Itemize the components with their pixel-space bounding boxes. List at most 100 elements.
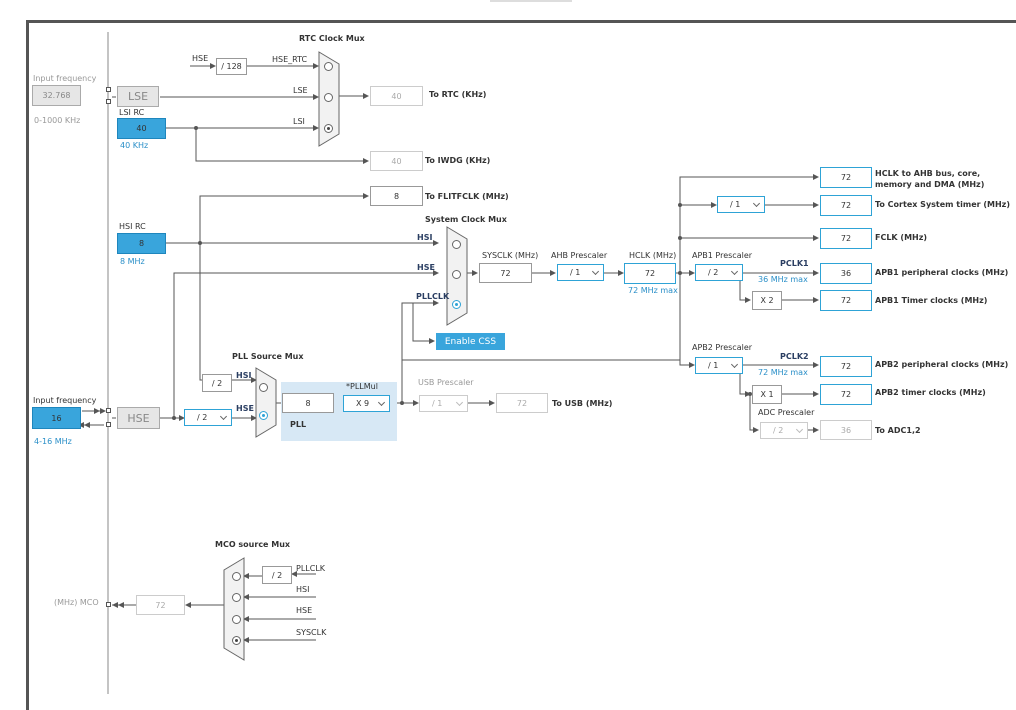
rtc-mux-lse-radio[interactable] [324, 93, 333, 102]
apb2-peripheral-value: 72 [820, 356, 872, 377]
pll-hsi-label: HSI [236, 371, 252, 380]
adc-prescaler-label: ADC Prescaler [758, 408, 815, 417]
lse-input-frequency-field[interactable]: 32.768 [32, 85, 81, 106]
hse-input-frequency-field[interactable]: 16 [32, 407, 81, 429]
cortex-timer-value: 72 [820, 195, 872, 216]
pll-label: PLL [290, 420, 307, 429]
mco-output-label: (MHz) MCO [54, 598, 99, 607]
chevron-down-icon [377, 398, 386, 406]
top-scroll-indicator [490, 0, 572, 2]
apb2-prescaler-value: / 1 [708, 361, 719, 370]
rtc-lsi-label: LSI [293, 117, 305, 126]
mco-output-value: 72 [136, 595, 185, 615]
apb1-peripheral-value: 36 [820, 263, 872, 284]
lse-in-pin [106, 87, 111, 92]
lsi-rc-title: LSI RC [119, 108, 145, 117]
adc-output-value: 36 [820, 420, 872, 440]
usb-output-value: 72 [496, 393, 548, 413]
rtc-mux-hse-radio[interactable] [324, 62, 333, 71]
apb2-peripheral-label: APB2 peripheral clocks (MHz) [875, 360, 1009, 369]
hse-out-pin [106, 422, 111, 427]
hclk-value[interactable]: 72 [624, 263, 676, 284]
chevron-down-icon [219, 412, 228, 420]
hse-oscillator[interactable]: HSE [117, 407, 160, 429]
fclk-label: FCLK (MHz) [875, 233, 928, 242]
mco-mux-title: MCO source Mux [215, 540, 291, 549]
usb-prescaler-select[interactable]: / 1 [419, 395, 468, 412]
hse-input-frequency-label: Input frequency [33, 396, 97, 405]
chevron-down-icon [730, 360, 739, 368]
sysmux-hse-radio[interactable] [452, 270, 461, 279]
lsi-rc-value: 40 [117, 118, 166, 139]
hclk-label: HCLK (MHz) [629, 251, 677, 260]
enable-css-button[interactable]: Enable CSS [436, 333, 505, 350]
lse-out-pin [106, 99, 111, 104]
pllmul-label: *PLLMul [346, 382, 378, 391]
pclk1-label: PCLK1 [780, 259, 809, 268]
apb2-max-label: 72 MHz max [758, 368, 808, 377]
mco-hse-radio[interactable] [232, 615, 241, 624]
lsi-freq-label: 40 KHz [120, 141, 149, 150]
iwdg-output-label: To IWDG (KHz) [425, 156, 491, 165]
lse-oscillator[interactable]: LSE [117, 86, 159, 107]
apb1-peripheral-label: APB1 peripheral clocks (MHz) [875, 268, 1009, 277]
mco-hsi-radio[interactable] [232, 593, 241, 602]
mco-pllclk-label: PLLCLK [296, 564, 326, 573]
ahb-prescaler-value: / 1 [570, 268, 581, 277]
hclk-max-label: 72 MHz max [628, 286, 678, 295]
apb2-prescaler-label: APB2 Prescaler [692, 343, 753, 352]
pllmul-select[interactable]: X 9 [343, 395, 390, 412]
mco-sysclk-label: SYSCLK [296, 628, 327, 637]
pll-source-mux-title: PLL Source Mux [232, 352, 304, 361]
sysmux-pllclk-label: PLLCLK [416, 292, 450, 301]
pll-hse-divider-value: / 2 [197, 413, 208, 422]
mco-pll-divider: / 2 [262, 566, 292, 584]
rtc-output-value: 40 [370, 86, 423, 106]
mco-pin [106, 602, 111, 607]
apb1-timer-label: APB1 Timer clocks (MHz) [875, 296, 988, 305]
lse-input-frequency-label: Input frequency [33, 74, 97, 83]
rtc-lse-label: LSE [293, 86, 308, 95]
flitfclk-label: To FLITFCLK (MHz) [425, 192, 509, 201]
iwdg-output-value: 40 [370, 151, 423, 171]
sysmux-hse-label: HSE [417, 263, 435, 272]
sysmux-pllclk-radio[interactable] [452, 300, 461, 309]
sysclk-mux-title: System Clock Mux [425, 215, 507, 224]
mco-hsi-label: HSI [296, 585, 310, 594]
rtc-hse-input-label: HSE [192, 54, 209, 63]
ahb-prescaler-label: AHB Prescaler [551, 251, 608, 260]
chevron-down-icon [730, 267, 739, 275]
pll-src-hsi-radio[interactable] [259, 383, 268, 392]
pll-hse-divider-select[interactable]: / 2 [184, 409, 232, 426]
flitfclk-value: 8 [370, 186, 423, 206]
adc-output-label: To ADC1,2 [875, 426, 921, 435]
pll-hse-label: HSE [236, 404, 254, 413]
clock-diagram-frame [26, 20, 1016, 710]
sysclk-value[interactable]: 72 [479, 263, 532, 283]
cortex-divider-value: / 1 [730, 200, 741, 209]
sysmux-hsi-radio[interactable] [452, 240, 461, 249]
pll-src-hse-radio[interactable] [259, 411, 268, 420]
rtc-mux-lsi-radio[interactable] [324, 124, 333, 133]
adc-prescaler-select[interactable]: / 2 [760, 422, 808, 439]
hsi-freq-label: 8 MHz [120, 257, 145, 266]
hclk-ahb-label: HCLK to AHB bus, core, memory and DMA (M… [875, 169, 985, 189]
mco-pllclk-radio[interactable] [232, 572, 241, 581]
hse-in-pin [106, 408, 111, 413]
hsi-rc-value: 8 [117, 233, 166, 254]
hclk-ahb-value: 72 [820, 167, 872, 188]
hsi-rc-title: HSI RC [119, 222, 146, 231]
sysmux-hsi-label: HSI [417, 233, 433, 242]
cortex-divider-select[interactable]: / 1 [717, 196, 765, 213]
ahb-prescaler-select[interactable]: / 1 [557, 264, 604, 281]
mco-sysclk-radio[interactable] [232, 636, 241, 645]
rtc-mux-title: RTC Clock Mux [299, 34, 365, 43]
apb2-timer-value: 72 [820, 384, 872, 405]
hse-range-label: 4-16 MHz [34, 437, 72, 446]
usb-prescaler-value: / 1 [432, 399, 443, 408]
chevron-down-icon [455, 398, 464, 406]
apb1-prescaler-select[interactable]: / 2 [695, 264, 743, 281]
apb2-prescaler-select[interactable]: / 1 [695, 357, 743, 374]
pll-input-value: 8 [282, 393, 334, 413]
lse-range-label: 0-1000 KHz [34, 116, 81, 125]
